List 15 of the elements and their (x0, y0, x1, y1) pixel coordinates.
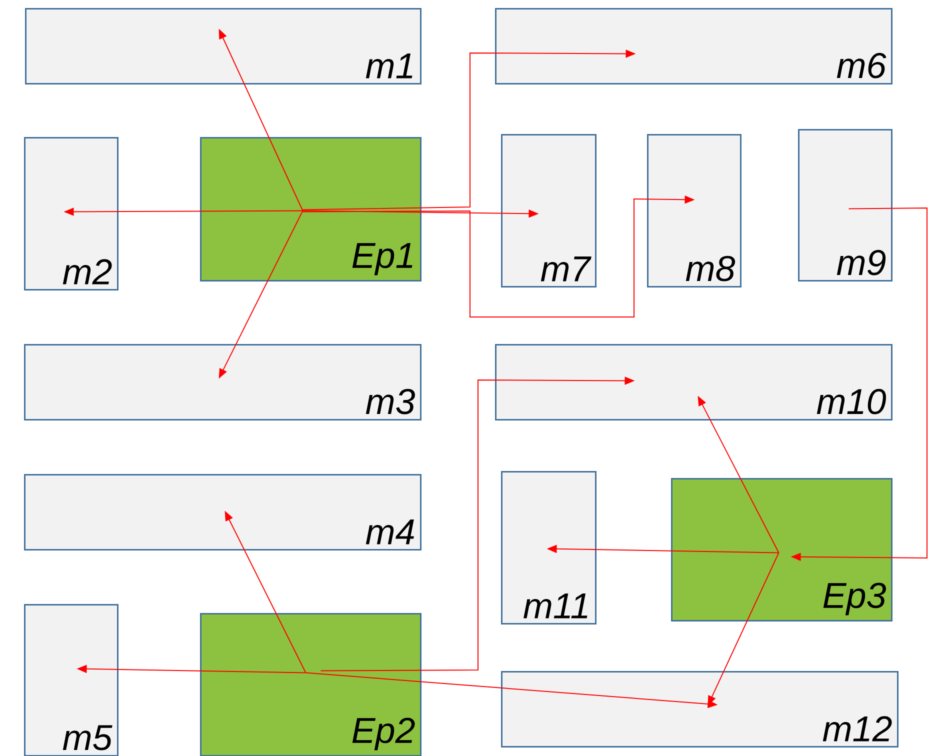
process-box: Ep3 (671, 478, 892, 622)
module-box: m4 (24, 474, 422, 550)
module-box: m2 (24, 137, 118, 290)
process-box: Ep1 (200, 137, 422, 282)
module-box: m10 (495, 344, 892, 420)
module-box: m8 (647, 134, 742, 288)
process-box: Ep2 (200, 613, 422, 756)
module-box: m12 (501, 671, 898, 748)
module-box: m7 (501, 134, 596, 288)
module-box: m6 (495, 8, 892, 84)
module-box: m5 (24, 604, 118, 756)
module-box: m1 (25, 8, 422, 84)
module-box: m11 (501, 471, 596, 624)
module-box: m9 (798, 129, 892, 282)
module-box: m3 (24, 344, 422, 420)
